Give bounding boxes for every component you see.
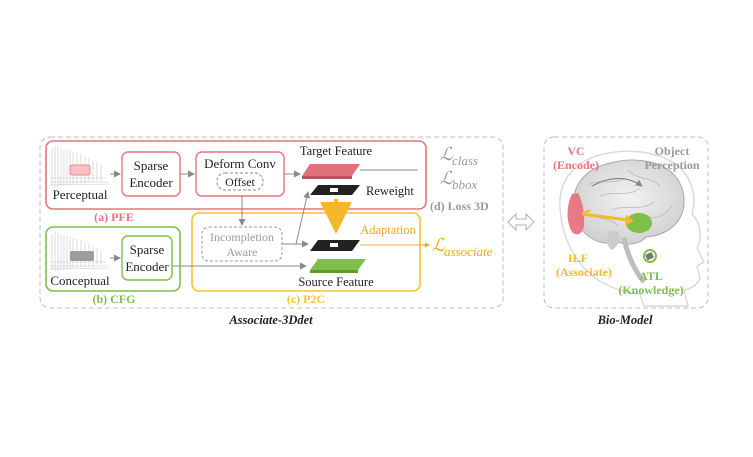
perceptual-label: Perceptual	[53, 187, 108, 202]
bio-model-caption: Bio-Model	[597, 313, 653, 327]
p2c-label: (c) P2C	[287, 292, 325, 306]
loss-associate-term: ℒ associate	[432, 235, 493, 259]
reweight-label: Reweight	[366, 184, 414, 198]
p2c-module-box	[191, 212, 421, 292]
atl-label-line2: (Knowledge)	[618, 283, 683, 297]
pfe-label: (a) PFE	[94, 210, 134, 224]
offset-box	[216, 172, 264, 191]
source-feature-tile	[310, 259, 366, 270]
ilf-label-line2: (Associate)	[556, 265, 612, 279]
perceptual-point-cloud-image	[49, 146, 111, 187]
svg-text:ℒ: ℒ	[432, 235, 446, 255]
deform-conv-label: Deform Conv	[204, 156, 276, 171]
loss-3d-label: (d) Loss 3D	[430, 199, 489, 213]
object-perception-arrow	[591, 178, 643, 187]
atl-region	[626, 213, 652, 233]
associate-3ddet-caption: Associate-3Ddet	[228, 313, 313, 327]
cfg-label: (b) CFG	[93, 292, 136, 306]
pfe-encoder-line2: Encoder	[129, 175, 173, 190]
svg-text:bbox: bbox	[452, 177, 478, 192]
loss-class-term: ℒ class	[440, 144, 478, 168]
cfg-encoder-line1: Sparse	[130, 242, 165, 257]
pfe-encoder-line1: Sparse	[134, 158, 169, 173]
target-feature-tile	[302, 164, 360, 176]
object-label-line1: Object	[655, 144, 690, 158]
loss-bbox-term: ℒ bbox	[440, 168, 478, 192]
conceptual-point-cloud-image	[49, 232, 111, 271]
object-label-line2: Perception	[644, 158, 699, 172]
double-arrow-icon	[507, 212, 535, 232]
svg-text:class: class	[452, 153, 478, 168]
pfe-module-box	[45, 140, 427, 210]
svg-text:ℒ: ℒ	[440, 144, 454, 164]
svg-text:ℒ: ℒ	[440, 168, 454, 188]
cfg-module-box	[45, 226, 181, 292]
source-feature-label: Source Feature	[298, 275, 374, 289]
target-feature-label: Target Feature	[300, 144, 373, 158]
brain-illustration	[559, 150, 705, 307]
adaptation-label: Adaptation	[360, 223, 416, 237]
cfg-sparse-encoder-box	[121, 235, 173, 281]
conceptual-label: Conceptual	[50, 273, 110, 288]
incompletion-line1: Incompletion	[210, 230, 274, 244]
ilf-label-line1: ILF	[568, 251, 588, 265]
vc-label-line1: VC	[567, 144, 584, 158]
vc-label-line2: (Encode)	[553, 158, 599, 172]
atl-label-line1: ATL	[639, 269, 663, 283]
vc-region	[567, 193, 585, 235]
svg-text:associate: associate	[444, 244, 493, 259]
cfg-encoder-line2: Encoder	[125, 259, 169, 274]
bio-model-panel	[543, 136, 709, 309]
incompletion-line2: Aware	[227, 245, 258, 259]
offset-label: Offset	[225, 175, 255, 189]
